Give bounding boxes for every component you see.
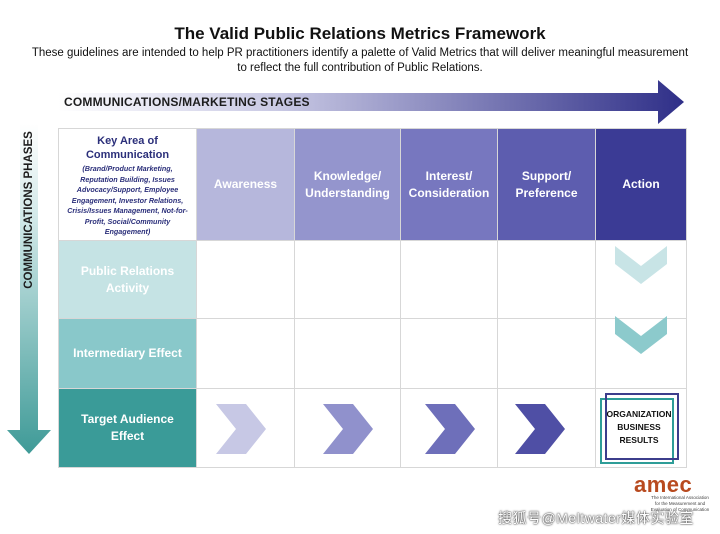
amec-logo: amec The International Association for t… — [628, 472, 712, 532]
grid-cell-action — [596, 241, 686, 319]
grid-cell — [401, 241, 498, 319]
watermark: 搜狐号@Meltwater媒体实验室 — [498, 510, 694, 526]
result-frame-navy — [605, 393, 679, 460]
grid-cell — [401, 319, 498, 389]
right-chevron-icon — [323, 404, 373, 454]
grid-cell-action — [596, 316, 686, 389]
key-area-cell: Key Area of Communication (Brand/Product… — [59, 129, 197, 241]
phase-header-intermediary: Intermediary Effect — [59, 319, 197, 389]
organization-business-results: ORGANIZATION BUSINESS RESULTS — [606, 408, 672, 445]
down-chevron-icon — [615, 246, 667, 284]
stage-header-awareness: Awareness — [197, 129, 295, 241]
stage-label: Awareness — [213, 177, 278, 191]
grid-cell-support — [498, 389, 596, 467]
stage-label: Action — [622, 177, 660, 191]
right-chevron-icon — [515, 404, 565, 454]
phase-label: Target Audience Effect — [81, 412, 174, 443]
logo-subtext: The International Association for the Me… — [650, 495, 710, 512]
right-chevron-icon — [425, 404, 475, 454]
grid-cell — [197, 319, 295, 389]
stages-axis-label: COMMUNICATIONS/MARKETING STAGES — [64, 95, 310, 109]
phase-label: Public Relations Activity — [80, 263, 175, 295]
grid-cell-knowledge — [295, 389, 401, 467]
framework-grid: Key Area of Communication (Brand/Product… — [58, 128, 687, 468]
stage-header-interest: Interest/ Consideration — [401, 129, 498, 241]
stage-header-action: Action — [596, 129, 686, 241]
stage-label: Interest/ Consideration — [408, 168, 490, 200]
phase-header-target-audience: Target Audience Effect — [59, 389, 197, 467]
result-frame-teal — [600, 398, 674, 464]
phases-arrow — [7, 124, 51, 454]
grid-cell — [498, 241, 596, 319]
grid-cell-awareness — [197, 389, 295, 467]
grid-cell — [498, 319, 596, 389]
page-title: The Valid Public Relations Metrics Frame… — [174, 24, 546, 43]
grid-cell — [295, 319, 401, 389]
stages-arrow — [58, 80, 684, 124]
phase-header-pr-activity: Public Relations Activity — [59, 241, 197, 319]
grid-cell-interest — [401, 389, 498, 467]
key-area-description: (Brand/Product Marketing, Reputation Bui… — [67, 164, 188, 236]
down-chevron-icon — [615, 316, 667, 354]
grid-cell — [197, 241, 295, 319]
right-chevron-icon — [216, 404, 266, 454]
stage-label: Knowledge/ Understanding — [305, 168, 390, 200]
grid-cell — [295, 241, 401, 319]
stage-header-knowledge: Knowledge/ Understanding — [295, 129, 401, 241]
stage-label: Support/ Preference — [515, 168, 578, 200]
grid-cell-action-result: ORGANIZATION BUSINESS RESULTS — [596, 389, 686, 467]
phase-label: Intermediary Effect — [73, 346, 182, 360]
logo-wordmark: amec — [634, 472, 693, 497]
phases-axis-label: COMMUNICATIONS PHASES — [23, 131, 35, 289]
key-area-title: Key Area of Communication — [85, 135, 170, 161]
page-subtitle: These guidelines are intended to help PR… — [31, 47, 689, 74]
stage-header-support: Support/ Preference — [498, 129, 596, 241]
